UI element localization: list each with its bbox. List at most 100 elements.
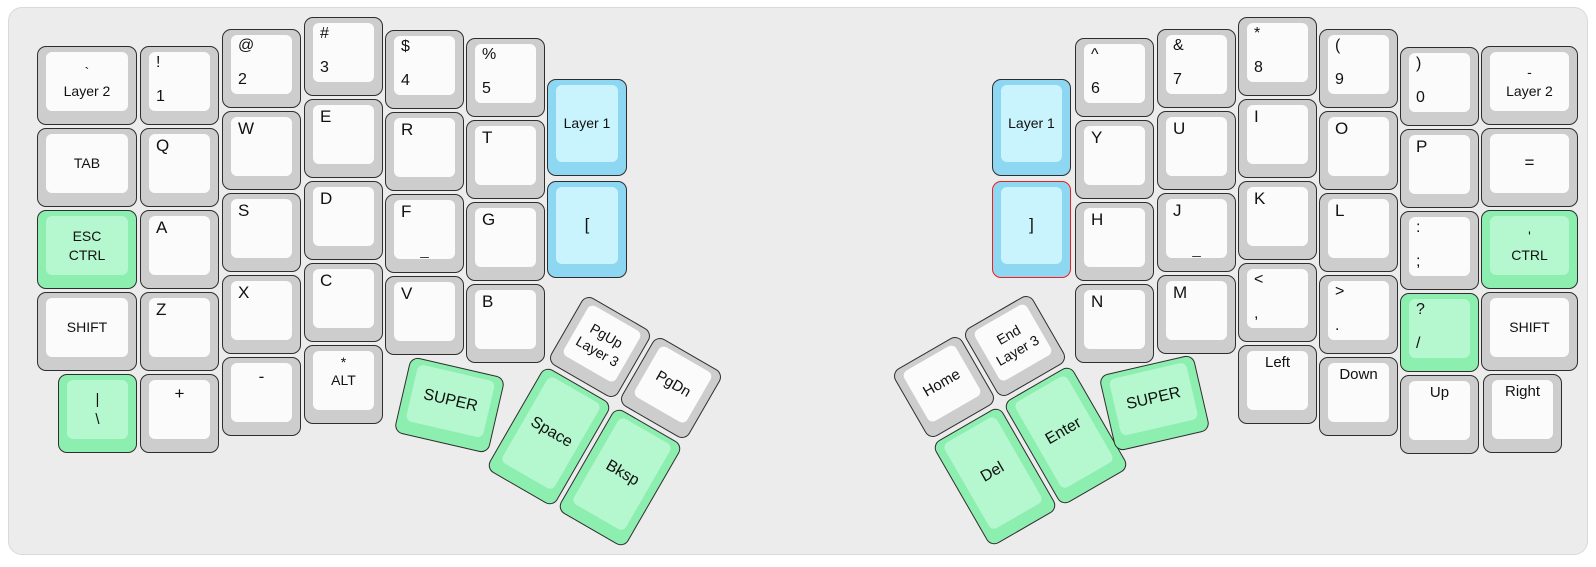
keycap-surface: I xyxy=(1247,105,1308,164)
key-r[interactable]: R xyxy=(385,112,464,191)
key-3-hash[interactable]: #3 xyxy=(304,17,383,96)
key-k[interactable]: K xyxy=(1238,181,1317,260)
key-grave-layer2[interactable]: `Layer 2 xyxy=(37,46,137,125)
key-legend: < xyxy=(1254,271,1264,288)
key-a[interactable]: A xyxy=(140,210,219,289)
key-minus[interactable]: - xyxy=(222,357,301,436)
key-d[interactable]: D xyxy=(304,181,383,260)
key-legend: 5 xyxy=(482,80,491,97)
key-legend: + xyxy=(174,384,185,403)
key-8-asterisk[interactable]: *8 xyxy=(1238,17,1317,96)
key-legend: 8 xyxy=(1254,59,1263,76)
keycap-surface: J_ xyxy=(1166,199,1227,258)
key-legend: 7 xyxy=(1173,71,1182,88)
key-q[interactable]: Q xyxy=(140,128,219,207)
key-legend: O xyxy=(1335,119,1349,138)
key-legend: ) xyxy=(1416,55,1422,72)
key-equals[interactable]: = xyxy=(1481,128,1578,207)
keycap-surface: + xyxy=(149,380,210,439)
key-j[interactable]: J_ xyxy=(1157,193,1236,272)
key-super-right[interactable]: SUPER xyxy=(1098,354,1211,452)
keycap-surface: K xyxy=(1247,187,1308,246)
key-legend: 3 xyxy=(320,59,329,76)
keycap-surface: PgDn xyxy=(632,344,714,425)
key-rbracket[interactable]: ] xyxy=(992,181,1071,278)
keycap-surface: SHIFT xyxy=(1490,298,1569,357)
key-5-percent[interactable]: %5 xyxy=(466,38,545,117)
key-legend: Down xyxy=(1339,366,1378,383)
keycap-surface: A xyxy=(149,216,210,275)
key-lbracket[interactable]: [ xyxy=(547,181,627,278)
key-legend: Y xyxy=(1091,128,1103,147)
key-layer1-left[interactable]: Layer 1 xyxy=(547,79,627,176)
key-legend: Right xyxy=(1504,383,1541,400)
key-u[interactable]: U xyxy=(1157,111,1236,190)
key-tab[interactable]: TAB xyxy=(37,128,137,207)
keycap-surface: U xyxy=(1166,117,1227,176)
key-c[interactable]: C xyxy=(304,263,383,342)
key-s[interactable]: S xyxy=(222,193,301,272)
keycap-surface: %5 xyxy=(475,44,536,103)
key-y[interactable]: Y xyxy=(1075,120,1154,199)
key-slash-question[interactable]: ?/ xyxy=(1400,293,1479,372)
key-2-at[interactable]: @2 xyxy=(222,29,301,108)
key-0-rparen[interactable]: )0 xyxy=(1400,47,1479,126)
key-legend: SHIFT xyxy=(1509,319,1550,336)
key-e[interactable]: E xyxy=(304,99,383,178)
homing-mark: _ xyxy=(1192,241,1201,258)
keycap-surface: D xyxy=(313,187,374,246)
key-legend: T xyxy=(482,128,493,147)
keycap-surface: $4 xyxy=(394,36,455,95)
key-7-amp[interactable]: &7 xyxy=(1157,29,1236,108)
key-t[interactable]: T xyxy=(466,120,545,199)
key-legend: 6 xyxy=(1091,80,1100,97)
key-comma-lt[interactable]: <, xyxy=(1238,263,1317,342)
key-w[interactable]: W xyxy=(222,111,301,190)
key-g[interactable]: G xyxy=(466,202,545,281)
key-shift-right[interactable]: SHIFT xyxy=(1481,292,1578,371)
key-arrow-left[interactable]: Left xyxy=(1238,345,1317,424)
keycap-surface: Home xyxy=(901,343,983,424)
keycap-surface: = xyxy=(1490,134,1569,193)
key-9-lparen[interactable]: (9 xyxy=(1319,29,1398,108)
key-period-gt[interactable]: >. xyxy=(1319,275,1398,354)
key-plus[interactable]: + xyxy=(140,374,219,453)
key-legend: [ xyxy=(584,215,590,235)
keycap-surface: &7 xyxy=(1166,35,1227,94)
key-legend: * xyxy=(340,354,347,370)
key-1-exclam[interactable]: !1 xyxy=(140,46,219,125)
key-arrow-up[interactable]: Up xyxy=(1400,375,1479,454)
key-n[interactable]: N xyxy=(1075,284,1154,363)
key-m[interactable]: M xyxy=(1157,275,1236,354)
key-pipe-backslash[interactable]: |\ xyxy=(58,374,137,453)
key-arrow-down[interactable]: Down xyxy=(1319,357,1398,436)
key-layer1-right[interactable]: Layer 1 xyxy=(992,79,1071,176)
key-p[interactable]: P xyxy=(1400,129,1479,208)
key-v[interactable]: V xyxy=(385,276,464,355)
key-asterisk-alt[interactable]: *ALT xyxy=(304,345,383,424)
key-x[interactable]: X xyxy=(222,275,301,354)
key-shift-left[interactable]: SHIFT xyxy=(37,292,137,371)
key-l[interactable]: L xyxy=(1319,193,1398,272)
key-f[interactable]: F_ xyxy=(385,194,464,273)
key-quote-ctrl[interactable]: 'CTRL xyxy=(1481,210,1578,289)
key-4-dollar[interactable]: $4 xyxy=(385,30,464,109)
key-legend: 1 xyxy=(156,88,165,105)
key-super-left[interactable]: SUPER xyxy=(393,356,506,454)
key-h[interactable]: H xyxy=(1075,202,1154,281)
keycap-surface: Y xyxy=(1084,126,1145,185)
key-i[interactable]: I xyxy=(1238,99,1317,178)
key-legend: H xyxy=(1091,210,1104,229)
key-b[interactable]: B xyxy=(466,284,545,363)
key-arrow-right[interactable]: Right xyxy=(1483,374,1562,453)
keycap-surface: )0 xyxy=(1409,53,1470,112)
key-semicolon-colon[interactable]: :; xyxy=(1400,211,1479,290)
key-o[interactable]: O xyxy=(1319,111,1398,190)
key-6-caret[interactable]: ^6 xyxy=(1075,38,1154,117)
key-legend: A xyxy=(156,218,168,237)
key-legend: SHIFT xyxy=(66,319,108,336)
key-minus-layer2[interactable]: -Layer 2 xyxy=(1481,46,1578,125)
key-z[interactable]: Z xyxy=(140,292,219,371)
